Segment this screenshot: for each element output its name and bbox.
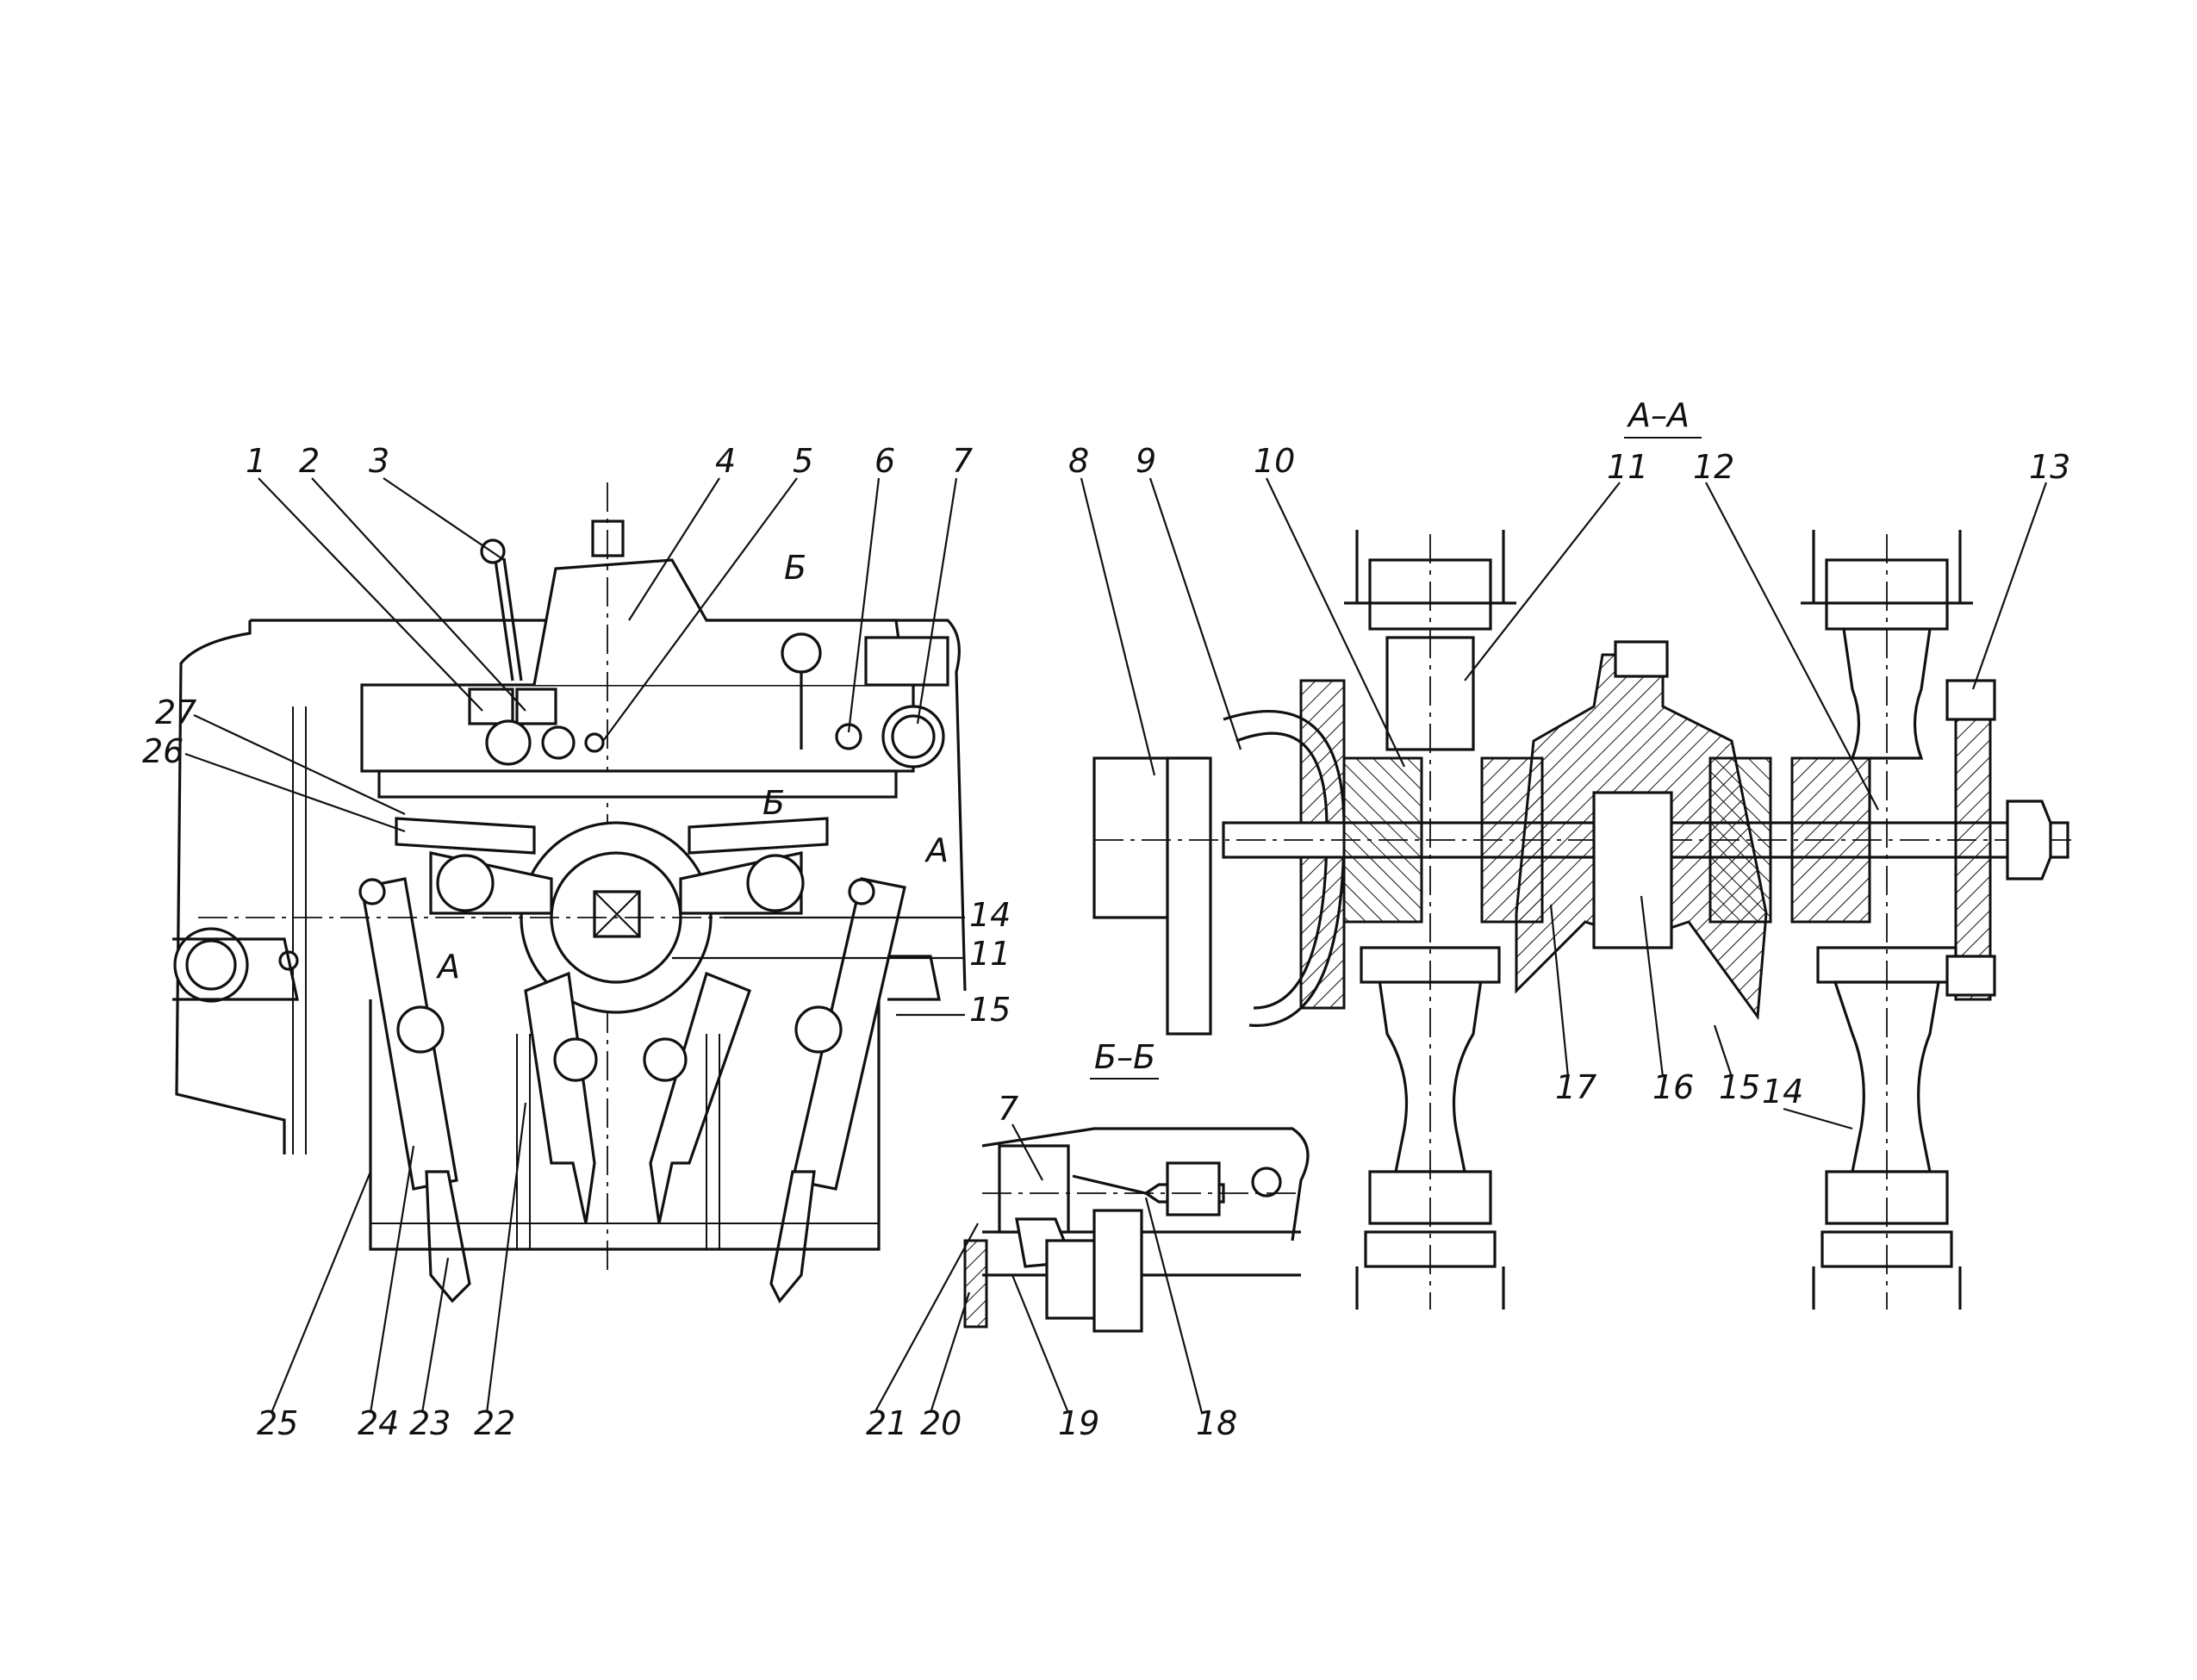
callout-27: 27 bbox=[155, 694, 196, 731]
callout-labels: 1 2 3 4 5 6 7 8 9 10 11 12 13 14 11 15 1… bbox=[142, 442, 2070, 1442]
cut-mark-b-mid: Б bbox=[762, 784, 785, 822]
callout-8: 8 bbox=[1068, 442, 1089, 480]
callout-11-left: 11 bbox=[969, 935, 1011, 973]
section-title-a-a: А–А bbox=[1626, 396, 1690, 434]
callout-5: 5 bbox=[793, 442, 813, 480]
callout-3: 3 bbox=[369, 442, 389, 480]
callout-18: 18 bbox=[1196, 1404, 1237, 1442]
front-view bbox=[172, 482, 967, 1304]
callout-15-left: 15 bbox=[969, 991, 1011, 1029]
callout-23: 23 bbox=[409, 1404, 451, 1442]
callout-13: 13 bbox=[2029, 448, 2070, 486]
callout-1: 1 bbox=[246, 442, 266, 480]
callout-7-bb: 7 bbox=[998, 1090, 1018, 1128]
callout-2: 2 bbox=[299, 442, 320, 480]
section-title-b-b: Б–Б bbox=[1094, 1038, 1155, 1076]
callout-9: 9 bbox=[1136, 442, 1156, 480]
callout-7: 7 bbox=[952, 442, 973, 480]
cut-mark-b-top: Б bbox=[784, 549, 806, 587]
callout-11: 11 bbox=[1607, 448, 1648, 486]
callout-12: 12 bbox=[1693, 448, 1734, 486]
callout-21: 21 bbox=[866, 1404, 907, 1442]
callout-17: 17 bbox=[1555, 1068, 1596, 1106]
callout-16: 16 bbox=[1652, 1068, 1694, 1106]
callout-14-left: 14 bbox=[969, 896, 1011, 934]
callout-14-right: 14 bbox=[1762, 1073, 1803, 1111]
callout-24: 24 bbox=[358, 1404, 399, 1442]
section-b-b bbox=[963, 1127, 1310, 1333]
cut-mark-a-left: А bbox=[435, 948, 460, 986]
cut-mark-a-right: А bbox=[924, 831, 949, 869]
callout-4: 4 bbox=[715, 442, 736, 480]
callout-6: 6 bbox=[874, 442, 895, 480]
callout-20: 20 bbox=[920, 1404, 962, 1442]
section-a-a bbox=[1092, 530, 2076, 1310]
callout-19: 19 bbox=[1058, 1404, 1099, 1442]
callout-10: 10 bbox=[1254, 442, 1295, 480]
callout-22: 22 bbox=[474, 1404, 515, 1442]
leader-lines bbox=[184, 477, 2048, 1414]
callout-26: 26 bbox=[142, 732, 184, 770]
callout-15-right: 15 bbox=[1719, 1068, 1760, 1106]
callout-25: 25 bbox=[257, 1404, 298, 1442]
